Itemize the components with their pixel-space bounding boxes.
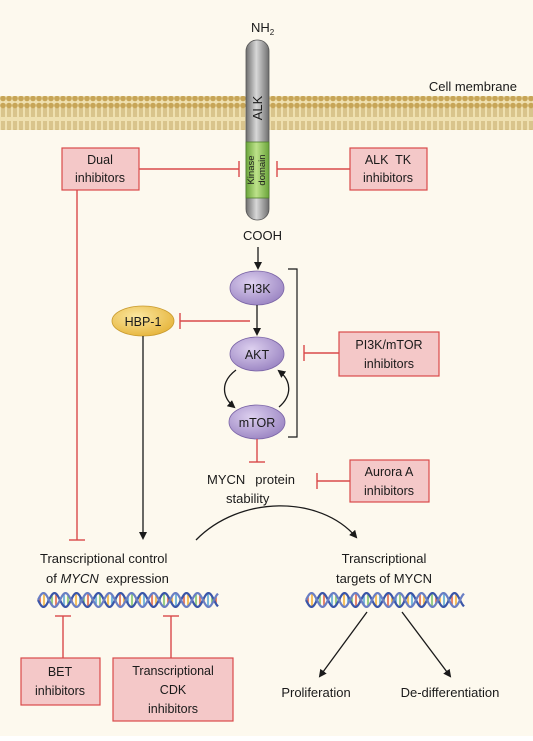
pathway-bracket [288, 268, 298, 438]
inhibit-line-aurora [316, 473, 350, 489]
dna-backbone [37, 592, 219, 608]
inhibit-lines-kinase [69, 161, 350, 541]
arrow-to-proliferation [318, 611, 368, 678]
cdk-inhibitors-line1: Transcriptional [132, 664, 214, 678]
inhibit-line-mtor-mycn [249, 439, 265, 463]
kinase-label-line1: Kinase [246, 155, 257, 184]
c-terminus-label: COOH [243, 228, 282, 243]
dna-helix-left [37, 592, 219, 608]
arrow-control-to-targets [195, 505, 358, 541]
dual-inhibitors-line2: inhibitors [75, 171, 125, 185]
cdk-inhibitors-line3: inhibitors [148, 702, 198, 716]
akt-node: AKT [229, 336, 285, 372]
akt-mtor-feedback-arrows [223, 369, 290, 409]
arrow-to-dedifferentiation [401, 611, 452, 678]
transcriptional-targets-line1: Transcriptional [342, 551, 427, 566]
dna-backbone [305, 592, 465, 608]
inhibit-line-hbp1 [179, 313, 250, 329]
inhibit-line-pi3k-mtor [303, 345, 339, 361]
mtor-node: mTOR [228, 404, 286, 440]
alk-tk-inhibitors-line2: inhibitors [363, 171, 413, 185]
cdk-inhibitors-box: Transcriptional CDK inhibitors [112, 657, 234, 722]
aurora-a-inhibitors-box: Aurora A inhibitors [349, 459, 430, 503]
transcriptional-control-line2: of MYCN expression [46, 571, 169, 586]
transcriptional-targets-line2: targets of MYCN [336, 571, 432, 586]
dna-helix-right [305, 592, 465, 608]
akt-label: AKT [245, 348, 270, 362]
aurora-a-inhibitors-line2: inhibitors [364, 484, 414, 498]
kinase-label-line2: domain [257, 154, 268, 185]
bet-inhibitors-line1: BET [48, 665, 73, 679]
hbp1-node: HBP-1 [111, 305, 175, 337]
alk-receptor [245, 39, 270, 221]
pi3k-mtor-inhibitors-box: PI3K/mTOR inhibitors [338, 331, 440, 377]
cell-membrane-label: Cell membrane [429, 79, 517, 94]
dual-inhibitors-line1: Dual [87, 153, 113, 167]
transcriptional-control-line1: Transcriptional control [40, 551, 168, 566]
kinase-domain [245, 141, 270, 199]
alk-tk-inhibitors-box: ALK TK inhibitors [349, 147, 428, 191]
proliferation-label: Proliferation [281, 685, 350, 700]
alk-label: ALK [250, 95, 265, 120]
bet-inhibitors-box: BET inhibitors [20, 657, 101, 706]
hbp1-label: HBP-1 [125, 315, 162, 329]
cdk-inhibitors-line2: CDK [160, 683, 187, 697]
dual-inhibitors-box: Dual inhibitors [61, 147, 140, 191]
bet-inhibitors-line2: inhibitors [35, 684, 85, 698]
mycn-stability-label: stability [226, 491, 270, 506]
pi3k-label: PI3K [243, 282, 271, 296]
inhibit-lines-dna [55, 615, 179, 658]
pi3k-node: PI3K [229, 270, 285, 306]
dna-backbone [37, 592, 219, 608]
n-terminus-label: NH2 [251, 20, 275, 37]
pi3k-mtor-inhibitors-line2: inhibitors [364, 357, 414, 371]
aurora-a-inhibitors-line1: Aurora A [365, 465, 414, 479]
alk-tk-inhibitors-line1: ALK TK [365, 153, 412, 167]
dedifferentiation-label: De-differentiation [401, 685, 500, 700]
mtor-label: mTOR [239, 416, 276, 430]
pi3k-mtor-inhibitors-line1: PI3K/mTOR [355, 338, 422, 352]
